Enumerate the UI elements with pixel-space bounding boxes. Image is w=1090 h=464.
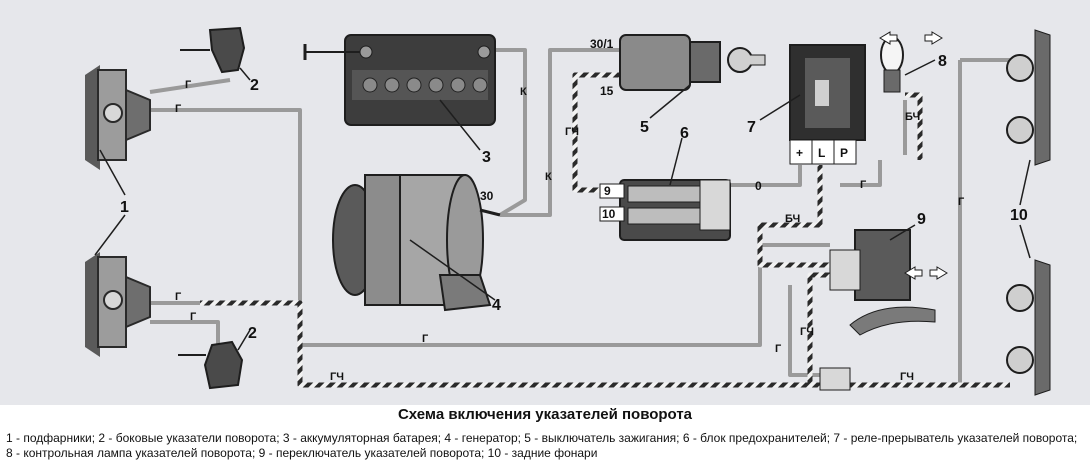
front-lamp-upper	[85, 65, 151, 170]
relay-terminal-L: L	[818, 146, 825, 160]
wire-relay-plus	[725, 165, 802, 187]
side-indicator-lower	[178, 340, 244, 390]
fuse-block	[599, 179, 731, 241]
connector	[819, 367, 851, 391]
wire-label-g: Г	[175, 291, 182, 303]
relay-terminal-P: P	[840, 146, 848, 160]
wire-label-k: К	[520, 86, 527, 98]
grey-wires	[149, 48, 1010, 387]
callout-1: 1	[120, 199, 129, 216]
wire-gch-switch	[807, 272, 830, 385]
wire-bch-lamp	[905, 92, 923, 160]
diagram-title: Схема включения указателей поворота	[397, 406, 693, 423]
wire-relay-p	[840, 160, 882, 187]
callout-3: 3	[482, 149, 491, 166]
wiring-diagram: 1 2 2 3 4 5 6 7 8 9 10 Г Г Г Г Г Г Г	[0, 0, 1090, 405]
wire-bch-relay	[757, 165, 830, 268]
wire-ignition-k	[500, 48, 620, 217]
callout-2-lower: 2	[248, 325, 257, 342]
callout-9: 9	[917, 211, 926, 228]
wire-label-g: Г	[860, 179, 867, 191]
battery	[303, 34, 496, 126]
wire-label-g: Г	[422, 333, 429, 345]
wire-gch-ignition	[572, 72, 620, 193]
wire-battery-k	[490, 48, 527, 217]
wire-label-k: К	[545, 171, 552, 183]
callout-7: 7	[747, 119, 756, 136]
terminal-0: 0	[755, 179, 762, 193]
callout-2-upper: 2	[250, 77, 259, 94]
wire-label-bch: БЧ	[785, 213, 800, 225]
rear-lamp-upper	[1006, 29, 1051, 166]
terminal-30: 30	[480, 189, 494, 203]
wire-gch-bottom	[200, 300, 830, 388]
wire-label-gch: ГЧ	[900, 371, 914, 383]
callout-4: 4	[492, 297, 501, 314]
wire-label-g: Г	[958, 196, 965, 208]
ignition-switch	[619, 34, 766, 91]
arrow-left-right-icon-switch	[904, 266, 948, 280]
leader-lines	[94, 59, 1031, 351]
wire-label-gch: ГЧ	[800, 326, 814, 338]
wire-label-g: Г	[175, 103, 182, 115]
front-lamp-lower	[85, 252, 151, 357]
wire-label-gch: ГЧ	[330, 371, 344, 383]
callout-10: 10	[1010, 207, 1028, 224]
callout-6: 6	[680, 125, 689, 142]
terminal-30-1: 30/1	[590, 37, 614, 51]
rear-lamp-lower	[1006, 259, 1051, 396]
wire-label-bch: БЧ	[905, 111, 920, 123]
wire-label-g: Г	[775, 343, 782, 355]
wire-switch-g	[788, 285, 830, 377]
striped-wires	[200, 72, 1010, 388]
wire-side-indicator-upper	[149, 78, 231, 94]
callout-8: 8	[938, 53, 947, 70]
wire-side-indicator-lower	[150, 320, 220, 345]
side-indicator-upper	[180, 26, 246, 74]
control-lamp	[880, 36, 904, 93]
relay	[789, 44, 866, 165]
wire-label-gch: ГЧ	[565, 126, 579, 138]
fuse-10-label: 10	[602, 207, 616, 221]
wiring-diagram-svg: 1 2 2 3 4 5 6 7 8 9 10 Г Г Г Г Г Г Г	[85, 26, 1051, 396]
generator	[332, 174, 501, 312]
turn-switch	[829, 229, 936, 336]
fuse-9-label: 9	[604, 184, 611, 198]
terminal-15: 15	[600, 84, 614, 98]
relay-terminal-plus: +	[796, 146, 803, 160]
arrow-left-right-icon-top	[879, 31, 943, 45]
wire-label-g: Г	[190, 311, 197, 323]
callout-5: 5	[640, 119, 649, 136]
diagram-legend: 1 - подфарники; 2 - боковые указатели по…	[6, 431, 1078, 460]
wire-label-g: Г	[185, 79, 192, 91]
